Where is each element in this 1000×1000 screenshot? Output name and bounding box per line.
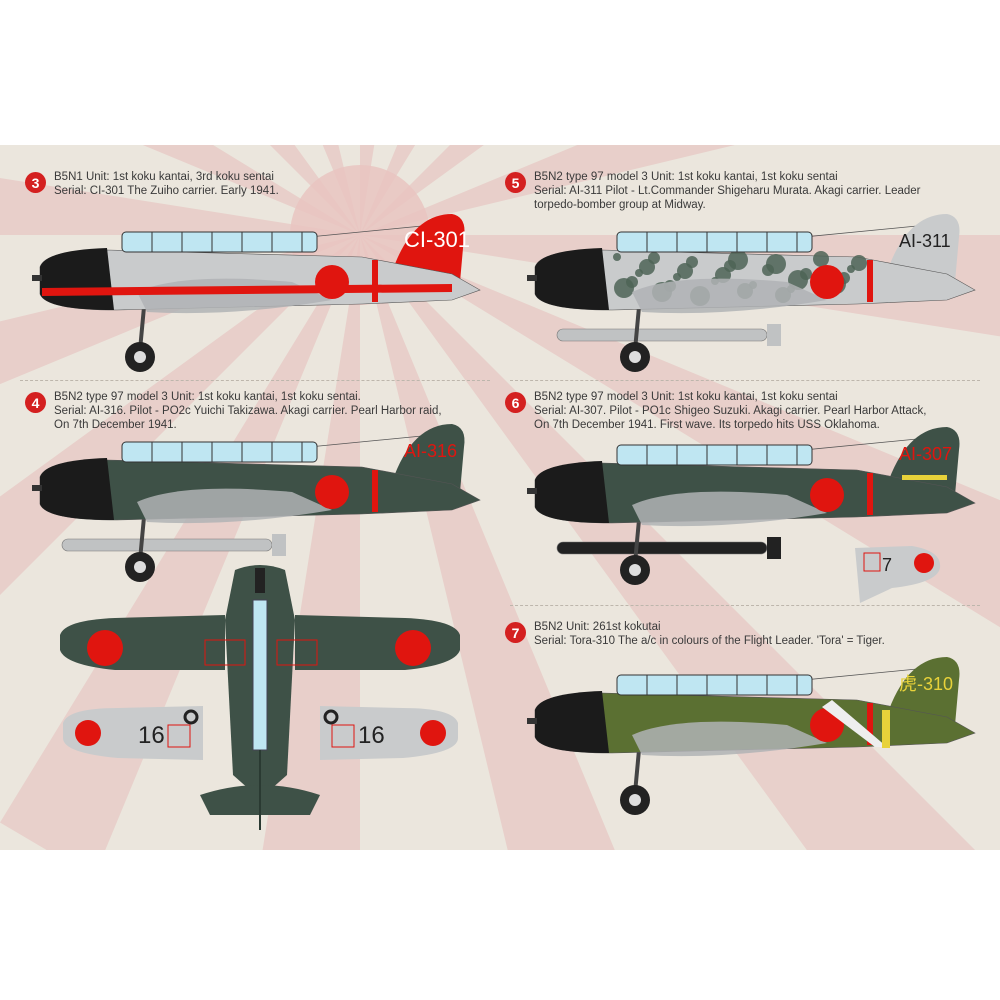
caption-line: Serial: AI-316. Pilot - PO2c Yuichi Taki… bbox=[54, 405, 442, 417]
hinomaru bbox=[315, 265, 349, 299]
profile-caption-6: 6 B5N2 type 97 model 3 Unit: 1st koku ka… bbox=[505, 390, 926, 432]
sun-ray bbox=[360, 235, 615, 850]
sun-ray bbox=[0, 177, 360, 235]
hinomaru bbox=[810, 265, 844, 299]
tail-underside-6: 7 bbox=[855, 546, 941, 603]
aircraft-profile-5: AI-311 bbox=[527, 214, 976, 372]
wing-underside-left: 16 bbox=[63, 706, 203, 760]
caption-line: B5N2 type 97 model 3 Unit: 1st koku kant… bbox=[54, 391, 361, 403]
profile-caption-4: 4 B5N2 type 97 model 3 Unit: 1st koku ka… bbox=[25, 390, 442, 432]
divider-right bbox=[510, 380, 980, 381]
tail-code-marking: AI-311 bbox=[899, 231, 951, 251]
caption-line: Serial: CI-301 The Zuiho carrier. Early … bbox=[54, 185, 279, 197]
tail-marking: 7 bbox=[882, 555, 892, 575]
profile-number-badge: 7 bbox=[505, 622, 526, 643]
caption-line: torpedo-bomber group at Midway. bbox=[534, 199, 706, 211]
caption-line: B5N1 Unit: 1st koku kantai, 3rd koku sen… bbox=[54, 171, 274, 183]
divider-left bbox=[20, 380, 490, 381]
divider-right-lower bbox=[510, 605, 980, 606]
caption-line: B5N2 Unit: 261st kokutai bbox=[534, 621, 661, 633]
wing-marking: 16 bbox=[358, 722, 385, 749]
tail-code-marking: AI-316 bbox=[404, 441, 457, 461]
wing-underside-right: 16 bbox=[320, 706, 458, 760]
caption-line: On 7th December 1941. bbox=[54, 419, 177, 431]
profile-caption-3: 3 B5N1 Unit: 1st koku kantai, 3rd koku s… bbox=[25, 170, 279, 198]
aircraft-profile-3: CI-301 bbox=[32, 214, 481, 372]
profile-caption-5: 5 B5N2 type 97 model 3 Unit: 1st koku ka… bbox=[505, 170, 921, 212]
profile-number-badge: 4 bbox=[25, 392, 46, 413]
caption-line: Serial: Tora-310 The a/c in colours of t… bbox=[534, 635, 885, 647]
profile-number-badge: 5 bbox=[505, 172, 526, 193]
sun-ray bbox=[360, 145, 484, 235]
caption-line: On 7th December 1941. First wave. Its to… bbox=[534, 419, 880, 431]
aircraft-profile-7: 虎-310 bbox=[527, 657, 976, 815]
aircraft-profile-6: AI-307 bbox=[527, 427, 976, 585]
aircraft-profile-4: AI-316 bbox=[32, 424, 481, 582]
caption-line: Serial: AI-311 Pilot - Lt.Commander Shig… bbox=[534, 185, 921, 197]
sun-ray bbox=[360, 145, 416, 235]
hinomaru bbox=[315, 475, 349, 509]
caption-line: B5N2 type 97 model 3 Unit: 1st koku kant… bbox=[534, 171, 838, 183]
caption-line: B5N2 type 97 model 3 Unit: 1st koku kant… bbox=[534, 391, 838, 403]
profile-number-badge: 6 bbox=[505, 392, 526, 413]
tail-code-marking: AI-307 bbox=[899, 444, 952, 464]
profile-number-badge: 3 bbox=[25, 172, 46, 193]
tail-code-marking: CI-301 bbox=[404, 227, 470, 252]
caption-line: Serial: AI-307. Pilot - PO1c Shigeo Suzu… bbox=[534, 405, 927, 417]
wing-marking: 16 bbox=[138, 722, 165, 749]
aircraft-top-view-4 bbox=[60, 565, 460, 830]
tail-code-marking: 虎-310 bbox=[899, 674, 953, 694]
sun-ray bbox=[360, 145, 735, 235]
hinomaru bbox=[810, 478, 844, 512]
